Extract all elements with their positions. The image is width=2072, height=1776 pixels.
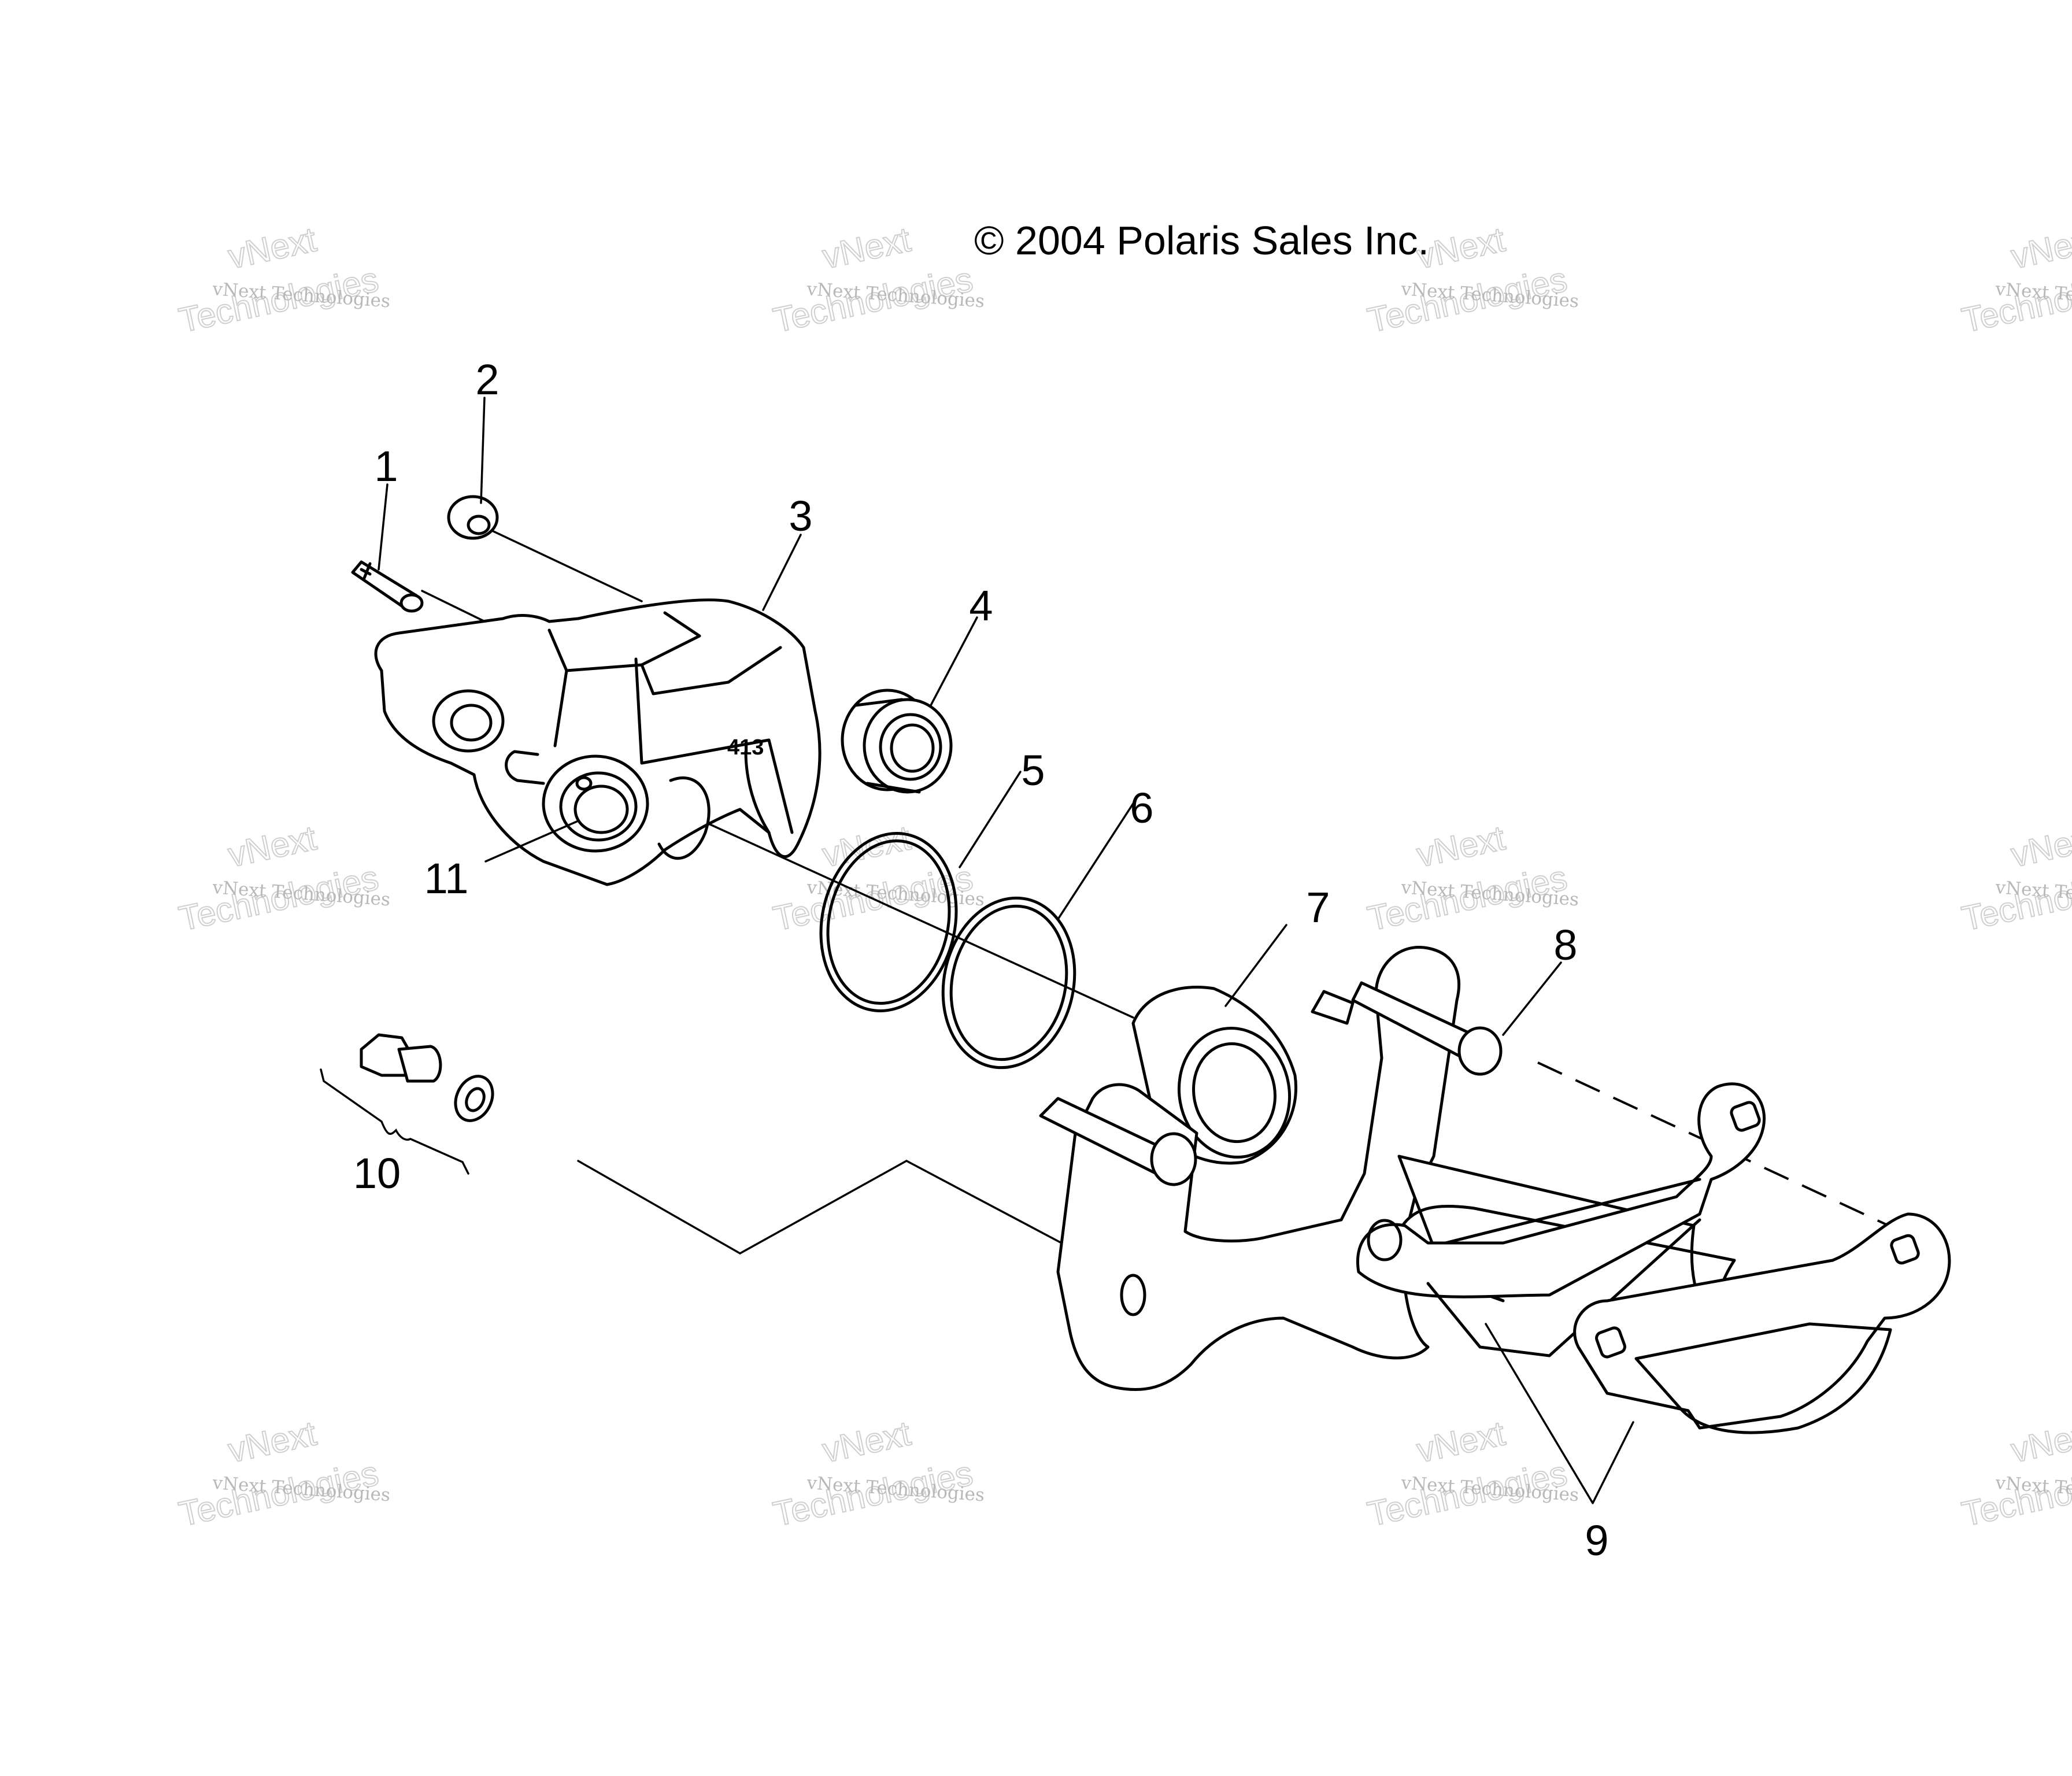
callout-6: 6 <box>1130 784 1153 832</box>
watermark-big-top: vNext <box>2008 1414 2072 1470</box>
watermark-big-top: vNext <box>819 818 914 874</box>
brake-pads-part <box>1356 1082 1951 1434</box>
caliper-body-part: 413 <box>374 598 822 886</box>
watermark-big-top: vNext <box>1414 1414 1508 1470</box>
watermark-big-top: vNext <box>2008 818 2072 874</box>
caliper-casting-number: 413 <box>727 735 764 760</box>
piston-seal-part <box>819 832 958 1012</box>
watermark-big-top: vNext <box>225 818 320 874</box>
callout-2: 2 <box>475 356 499 404</box>
bleeder-screw-part <box>351 560 424 613</box>
callout-3: 3 <box>789 492 812 540</box>
callout-7: 7 <box>1306 883 1330 931</box>
callout-5: 5 <box>1021 746 1045 794</box>
watermark-big-top: vNext <box>1414 818 1508 874</box>
assembly-axis-lines <box>421 524 1914 1255</box>
watermark-big-top: vNext <box>819 1414 914 1470</box>
callout-8: 8 <box>1553 921 1577 969</box>
bleeder-cap-part <box>447 495 499 540</box>
piston-part <box>841 689 953 794</box>
callout-leader-lines <box>320 397 1634 1504</box>
watermark-big-top: vNext <box>225 220 320 276</box>
watermark-big-top: vNext <box>225 1414 320 1470</box>
callout-labels: 1 2 3 4 5 6 7 8 9 10 11 <box>353 356 1609 1564</box>
watermark-big-top: vNext <box>2008 220 2072 276</box>
caliper-bore-part <box>575 776 593 791</box>
callout-10: 10 <box>353 1149 401 1197</box>
callout-11: 11 <box>424 854 469 902</box>
callout-9: 9 <box>1585 1516 1608 1564</box>
watermark-big-top: vNext <box>819 220 914 276</box>
caliper-bracket-part <box>1039 946 1503 1392</box>
dust-seal-part <box>941 896 1076 1070</box>
callout-1: 1 <box>374 442 398 490</box>
copyright-notice: © 2004 Polaris Sales Inc. <box>974 218 1429 263</box>
callout-4: 4 <box>969 582 993 630</box>
mounting-bolt-part <box>360 1033 494 1122</box>
